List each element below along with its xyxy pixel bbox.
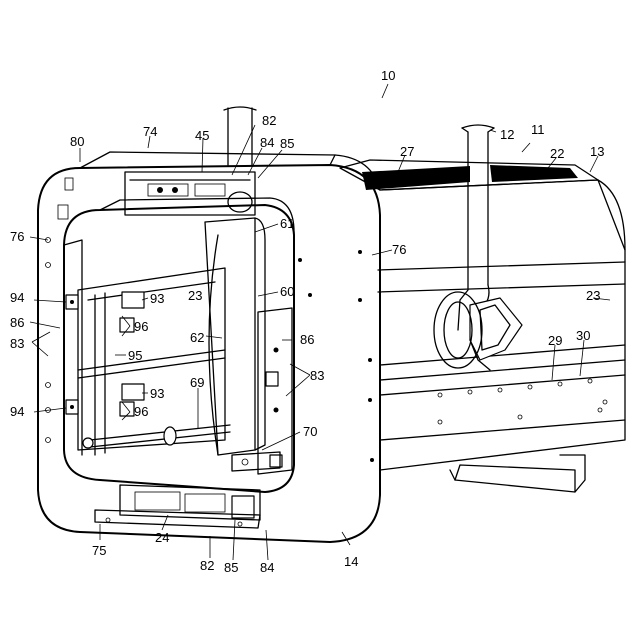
label-80: 80 <box>70 134 84 149</box>
label-14: 14 <box>344 554 358 569</box>
label-96-top: 96 <box>134 319 148 334</box>
label-76-left: 76 <box>10 229 24 244</box>
label-70: 70 <box>303 424 317 439</box>
top-chimney <box>224 107 256 165</box>
label-74: 74 <box>143 124 157 139</box>
label-83-right: 83 <box>310 368 324 383</box>
label-29: 29 <box>548 333 562 348</box>
label-76-right: 76 <box>392 242 406 257</box>
internal-parts <box>46 172 375 528</box>
label-96-bottom: 96 <box>134 404 148 419</box>
label-62: 62 <box>190 330 204 345</box>
label-23-inner: 23 <box>188 288 202 303</box>
label-11: 11 <box>531 122 545 137</box>
label-93-top: 93 <box>150 291 164 306</box>
label-94-bottom: 94 <box>10 404 24 419</box>
label-12: 12 <box>500 127 514 142</box>
label-84-bottom: 84 <box>260 560 274 575</box>
label-27: 27 <box>400 144 414 159</box>
label-60: 60 <box>280 284 294 299</box>
label-85-top: 85 <box>280 136 294 151</box>
label-83-left: 83 <box>10 336 24 351</box>
label-86-right: 86 <box>300 332 314 347</box>
label-13: 13 <box>590 144 604 159</box>
label-82-bottom: 82 <box>200 558 214 573</box>
label-23-rear: 23 <box>586 288 600 303</box>
label-22: 22 <box>550 146 564 161</box>
label-84-top: 84 <box>260 135 274 150</box>
label-93-bottom: 93 <box>150 386 164 401</box>
label-94-top: 94 <box>10 290 24 305</box>
label-24: 24 <box>155 530 169 545</box>
label-10: 10 <box>381 68 395 83</box>
label-30: 30 <box>576 328 590 343</box>
label-69: 69 <box>190 375 204 390</box>
label-82-top: 82 <box>262 113 276 128</box>
label-61: 61 <box>280 216 294 231</box>
label-75: 75 <box>92 543 106 558</box>
label-86-left: 86 <box>10 315 24 330</box>
rail-holes <box>438 379 607 424</box>
label-45: 45 <box>195 128 209 143</box>
label-85-bottom: 85 <box>224 560 238 575</box>
label-95: 95 <box>128 348 142 363</box>
